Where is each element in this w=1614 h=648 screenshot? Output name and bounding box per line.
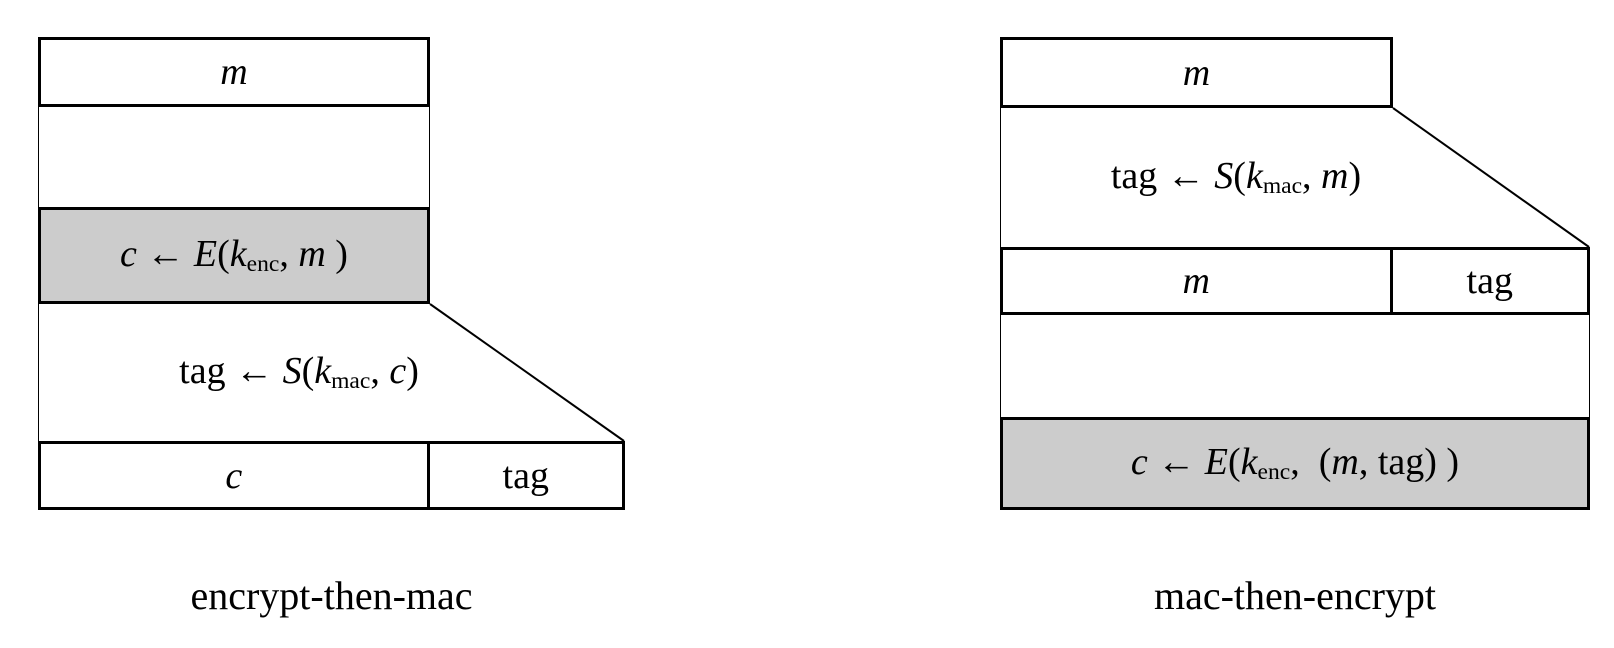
sign-step-region: tag ← S(kmac, m) <box>1000 108 1393 247</box>
sign-step-text: tag ← S(kmac, c) <box>39 304 559 441</box>
ciphertext-label: c <box>225 454 243 497</box>
encrypt-box: c ← E(kenc, (m, tag) ) <box>1000 417 1590 510</box>
message-box: m <box>38 37 430 107</box>
tag-label: tag <box>502 454 549 497</box>
tag-label: tag <box>1466 260 1513 302</box>
message-label: m <box>220 51 248 93</box>
caption-mac-then-encrypt: mac-then-encrypt <box>1153 573 1437 618</box>
encrypt-formula: c ← E(kenc, m ) <box>120 232 348 277</box>
spacer-column <box>38 107 430 207</box>
sign-formula: tag ← S(kmac, c) <box>179 349 419 394</box>
message-label: m <box>1182 51 1211 94</box>
sign-step-region: tag ← S(kmac, c) <box>38 304 430 441</box>
output-box: c tag <box>38 441 625 510</box>
encrypt-then-mac-diagram: m c ← E(kenc, m ) tag ← S(kmac, c) c tag… <box>38 37 625 618</box>
mac-then-encrypt-diagram: m tag ← S(kmac, m) m tag c ← E(kenc, (m,… <box>1000 37 1590 618</box>
message-box: m <box>1000 37 1393 108</box>
message-cell: m <box>1003 250 1393 312</box>
tag-cell: tag <box>429 444 622 507</box>
caption-encrypt-then-mac: encrypt-then-mac <box>190 573 473 618</box>
encrypt-formula: c ← E(kenc, (m, tag) ) <box>1130 440 1460 485</box>
spacer-column <box>1000 315 1590 417</box>
sign-step-text: tag ← S(kmac, m) <box>1001 108 1471 247</box>
sign-formula: tag ← S(kmac, m) <box>1110 154 1362 199</box>
encrypt-box: c ← E(kenc, m ) <box>38 207 430 304</box>
tag-cell: tag <box>1392 250 1587 312</box>
message-tag-box: m tag <box>1000 247 1590 315</box>
message-label: m <box>1182 260 1210 302</box>
ciphertext-cell: c <box>41 444 430 507</box>
